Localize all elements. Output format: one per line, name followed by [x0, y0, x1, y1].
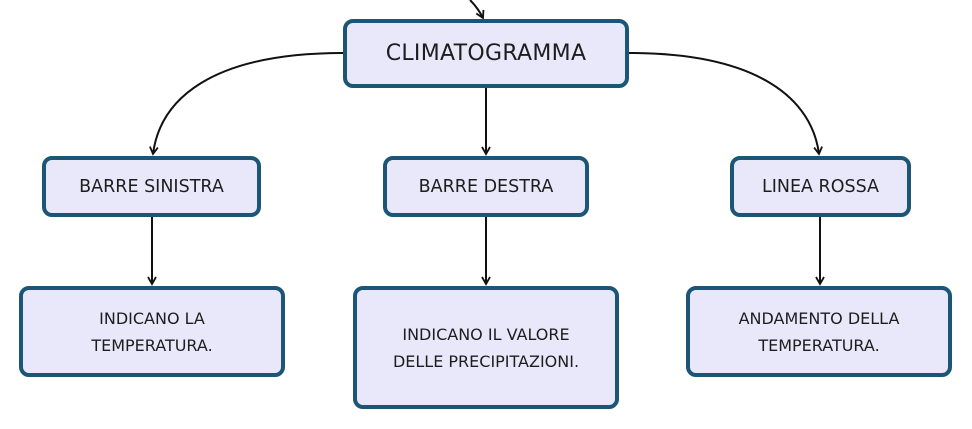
node-linea-rossa-description: ANDAMENTO DELLA TEMPERATURA.	[686, 286, 952, 377]
node-barre-sinistra-label: BARRE SINISTRA	[79, 176, 224, 197]
node-barre-destra-description: INDICANO IL VALORE DELLE PRECIPITAZIONI.	[353, 286, 619, 409]
node-climatogramma-label: CLIMATOGRAMMA	[385, 41, 587, 66]
edge-root-to-barre-sinistra	[149, 52, 344, 156]
node-barre-sinistra: BARRE SINISTRA	[42, 156, 261, 217]
description-line: ANDAMENTO DELLA	[738, 308, 900, 328]
node-barre-destra-label: BARRE DESTRA	[418, 176, 554, 197]
node-barre-destra: BARRE DESTRA	[383, 156, 589, 217]
edge-root-to-linea-rossa	[628, 52, 823, 156]
description-line: INDICANO IL VALORE	[402, 324, 570, 344]
description-line: INDICANO LA	[99, 308, 205, 328]
node-climatogramma: CLIMATOGRAMMA	[343, 19, 629, 88]
node-linea-rossa: LINEA ROSSA	[730, 156, 911, 217]
description-line: DELLE PRECIPITAZIONI.	[392, 351, 580, 371]
incoming-arrow	[469, 0, 485, 20]
description-line: TEMPERATURA.	[758, 335, 880, 355]
node-barre-sinistra-description: INDICANO LA TEMPERATURA.	[19, 286, 285, 377]
node-linea-rossa-label: LINEA ROSSA	[761, 176, 880, 197]
description-line: TEMPERATURA.	[91, 335, 213, 355]
